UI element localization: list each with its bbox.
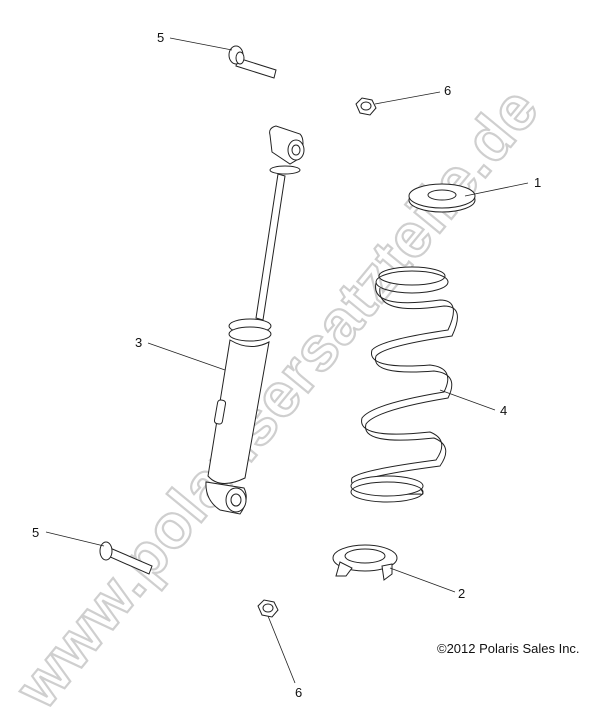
callout-5-bottom: 5 — [32, 525, 39, 540]
spring-retainer-top — [408, 183, 476, 213]
callout-4: 4 — [500, 403, 507, 418]
spring-retainer-bottom — [332, 544, 398, 581]
callout-2: 2 — [458, 586, 465, 601]
callout-1: 1 — [534, 175, 541, 190]
nut-bottom — [257, 599, 279, 618]
callout-5-top: 5 — [157, 30, 164, 45]
leader-lines — [45, 37, 529, 684]
callout-6-bottom: 6 — [295, 685, 302, 700]
bolt-bottom — [99, 541, 153, 575]
coil-spring — [350, 266, 458, 503]
copyright-notice: ©2012 Polaris Sales Inc. — [437, 641, 580, 656]
shock-absorber — [205, 125, 305, 515]
callout-3: 3 — [135, 335, 142, 350]
nut-top — [355, 97, 377, 116]
bolt-top — [228, 45, 277, 79]
callout-6-top: 6 — [444, 83, 451, 98]
